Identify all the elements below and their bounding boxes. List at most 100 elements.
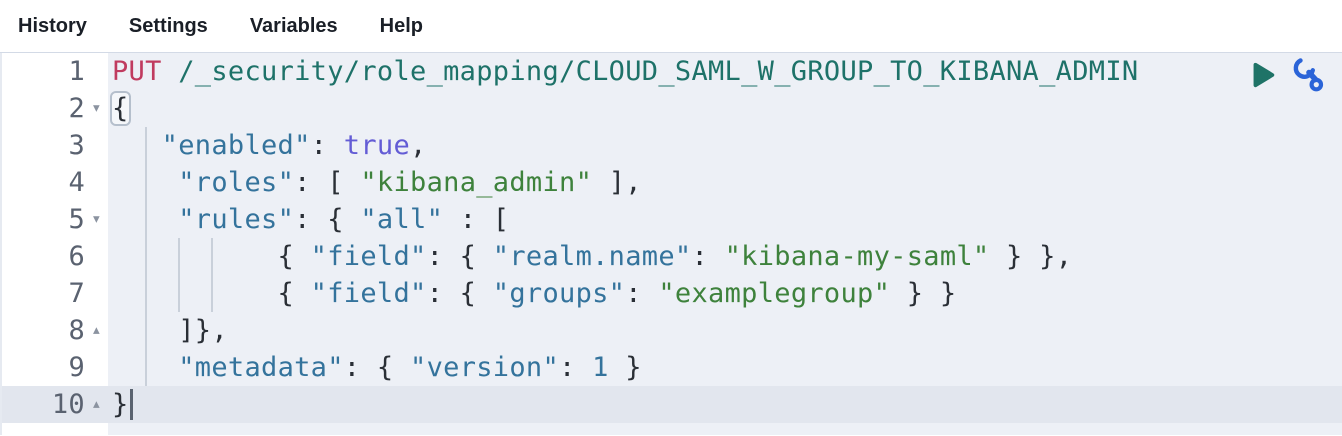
token-p: : [ xyxy=(443,204,510,235)
editor-line-5: 5▾ "rules": { "all" : [ xyxy=(0,201,1342,238)
code-line-content[interactable]: "metadata": { "version": 1 } xyxy=(108,349,1342,386)
line-number: 4 xyxy=(68,167,85,198)
line-number: 1 xyxy=(68,56,85,87)
line-number: 10 xyxy=(51,389,85,420)
code-line-content[interactable] xyxy=(108,423,1342,435)
request-options-button[interactable] xyxy=(1290,56,1324,94)
editor-line-4: 4 "roles": [ "kibana_admin" ], xyxy=(0,164,1342,201)
wrench-icon xyxy=(1290,58,1324,97)
fold-up-icon[interactable]: ▴ xyxy=(91,320,102,340)
indent-guide xyxy=(145,201,147,238)
gutter: 4 xyxy=(0,164,108,201)
token-p: : { xyxy=(294,204,361,235)
line-number: 8 xyxy=(68,315,85,346)
token-key: "enabled" xyxy=(161,130,311,161)
code-line-content[interactable]: { "field": { "realm.name": "kibana-my-sa… xyxy=(108,238,1342,275)
token-p: : { xyxy=(343,352,411,383)
gutter: 1 xyxy=(0,53,108,90)
gutter: 10 ▴ xyxy=(0,386,108,423)
token-str: "kibana_admin" xyxy=(360,167,593,198)
indent-guide xyxy=(178,238,180,275)
editor-line-1: 1 PUT /_security/role_mapping/CLOUD_SAML_… xyxy=(0,53,1342,90)
editor-line-10: 10 ▴} xyxy=(0,386,1342,423)
token-p: } xyxy=(112,389,129,420)
gutter: 7 xyxy=(0,275,108,312)
token-key: "groups" xyxy=(492,278,626,309)
token-key: "realm.name" xyxy=(492,241,692,272)
token-method: PUT xyxy=(112,56,162,87)
token-key: "field" xyxy=(310,241,427,272)
gutter: 9 xyxy=(0,349,108,386)
token-key: "rules" xyxy=(178,204,295,235)
code-line-content[interactable]: { xyxy=(108,90,1342,127)
gutter: 2▾ xyxy=(0,90,108,127)
token-p: : xyxy=(310,130,344,161)
token-key: "roles" xyxy=(178,167,295,198)
code-line-content[interactable]: ]}, xyxy=(108,312,1342,349)
send-request-button[interactable] xyxy=(1248,60,1278,90)
line-number: 7 xyxy=(68,278,85,309)
editor-line-3: 3 "enabled": true, xyxy=(0,127,1342,164)
line-number: 5 xyxy=(68,204,85,235)
line-number: 6 xyxy=(68,241,85,272)
gutter: 5▾ xyxy=(0,201,108,238)
token-p: : [ xyxy=(294,167,361,198)
token-key: "all" xyxy=(360,204,444,235)
code-line-content[interactable]: PUT /_security/role_mapping/CLOUD_SAML_W… xyxy=(108,53,1342,90)
console-menu-bar: History Settings Variables Help xyxy=(0,0,1342,53)
editor-line-8: 8 ▴ ]}, xyxy=(0,312,1342,349)
code-line-content[interactable]: { "field": { "groups": "examplegroup" } … xyxy=(108,275,1342,312)
token-p: { xyxy=(112,278,311,309)
indent-guide xyxy=(211,275,213,312)
token-p: { xyxy=(112,241,311,272)
token-str: "examplegroup" xyxy=(658,278,891,309)
text-cursor xyxy=(129,389,133,420)
line-number: 3 xyxy=(68,130,85,161)
menu-item-help[interactable]: Help xyxy=(379,15,423,37)
token-p: : xyxy=(559,352,593,383)
indent-guide xyxy=(145,164,147,201)
code-line-content[interactable]: "roles": [ "kibana_admin" ], xyxy=(108,164,1342,201)
menu-item-history[interactable]: History xyxy=(18,15,87,37)
token-p: : { xyxy=(426,241,493,272)
code-line-content[interactable]: } xyxy=(108,386,1342,423)
editor-line-7: 7 { "field": { "groups": "examplegroup" … xyxy=(0,275,1342,312)
token-p xyxy=(112,167,178,198)
code-line-content[interactable]: "rules": { "all" : [ xyxy=(108,201,1342,238)
fold-down-icon[interactable]: ▾ xyxy=(91,98,102,118)
token-p: } }, xyxy=(989,241,1073,272)
token-num: 1 xyxy=(592,352,609,383)
editor-line-9: 9 "metadata": { "version": 1 } xyxy=(0,349,1342,386)
token-p: , xyxy=(410,130,427,161)
token-p: ]}, xyxy=(112,315,228,346)
menu-item-variables[interactable]: Variables xyxy=(249,15,338,37)
code-line-content[interactable]: "enabled": true, xyxy=(108,127,1342,164)
code-editor[interactable]: 1 PUT /_security/role_mapping/CLOUD_SAML_… xyxy=(0,53,1342,435)
token-p xyxy=(112,204,178,235)
fold-down-icon[interactable]: ▾ xyxy=(91,209,102,229)
token-p: : xyxy=(625,278,659,309)
line-number: 2 xyxy=(68,93,85,124)
token-url: /_security/role_mapping/CLOUD_SAML_W_GRO… xyxy=(178,56,1139,87)
indent-guide xyxy=(145,312,147,349)
token-p xyxy=(112,352,178,383)
gutter: 3 xyxy=(0,127,108,164)
matching-bracket-highlight: { xyxy=(112,93,129,124)
token-str: "kibana-my-saml" xyxy=(724,241,990,272)
token-bool: true xyxy=(343,130,411,161)
menu-item-settings[interactable]: Settings xyxy=(128,15,208,37)
line-number: 9 xyxy=(68,352,85,383)
token-p: ], xyxy=(592,167,642,198)
token-p: } } xyxy=(890,278,957,309)
editor-line-partial xyxy=(0,423,1342,435)
token-key: "field" xyxy=(310,278,427,309)
token-p xyxy=(162,56,179,87)
play-icon xyxy=(1248,62,1278,93)
indent-guide xyxy=(211,238,213,275)
token-p: : { xyxy=(426,278,493,309)
token-key: "metadata" xyxy=(178,352,344,383)
fold-up-icon[interactable]: ▴ xyxy=(91,394,102,414)
editor-line-2: 2▾{ xyxy=(0,90,1342,127)
indent-guide xyxy=(145,275,147,312)
